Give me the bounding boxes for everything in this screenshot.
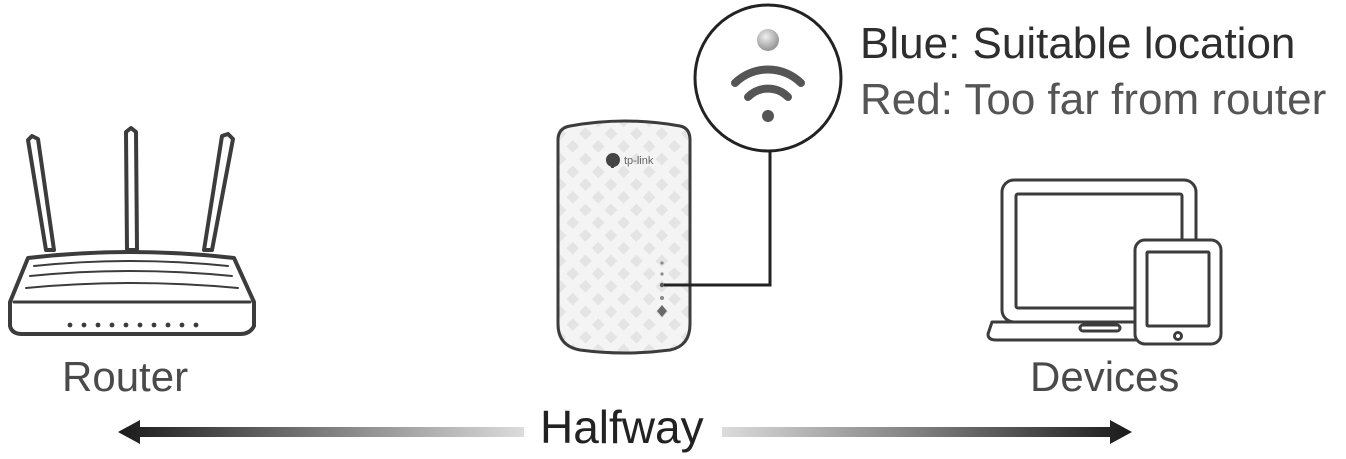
- router-label: Router: [62, 353, 189, 400]
- arrow-right: [722, 420, 1132, 444]
- router-icon: [8, 126, 256, 336]
- led-indicator-dot: [757, 29, 779, 51]
- router-antenna-right: [202, 132, 235, 252]
- devices-label: Devices: [1030, 353, 1180, 400]
- router-antenna-left: [26, 134, 56, 252]
- arrow-left: [118, 420, 524, 444]
- range-extender-icon: [556, 119, 772, 355]
- router-antenna-middle: [124, 126, 139, 252]
- callout-leader-line: [664, 148, 772, 287]
- halfway-label: Halfway: [540, 401, 704, 453]
- extender-brand-label: tp-link: [624, 155, 654, 167]
- legend-blue-label: Blue: Suitable location: [860, 19, 1296, 68]
- legend-red-label: Red: Too far from router: [860, 75, 1327, 124]
- tp-link-logo: [606, 153, 620, 168]
- router-status-leds: [67, 322, 199, 328]
- signal-callout: [693, 3, 843, 153]
- tablet-icon: [1133, 238, 1223, 346]
- wifi-signal-icon: [731, 65, 805, 122]
- signal-led: [659, 282, 665, 288]
- double-arrow-icon: [118, 420, 1132, 444]
- extender-body: [556, 119, 692, 355]
- extender-led-column: [657, 261, 667, 317]
- laptop-and-tablet-icon: [986, 178, 1223, 346]
